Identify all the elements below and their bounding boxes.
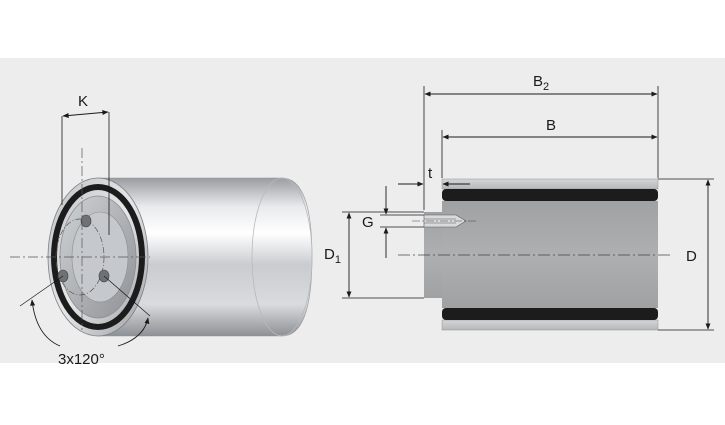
cylinder-far-end: [251, 177, 313, 337]
rubber-layer-top: [442, 189, 658, 201]
outer-shell-bottom: [441, 319, 659, 331]
cylinder-3d-view: K 3x120°: [10, 93, 313, 368]
angle-label: 3x120°: [58, 351, 105, 368]
b2-label: B2: [533, 73, 549, 93]
angle-arc-left: [30, 299, 61, 347]
d1-label: D1: [324, 246, 341, 266]
inner-core: [442, 201, 658, 308]
d-label: D: [686, 248, 697, 265]
cross-section-view: B2 B t G D1 D: [324, 73, 714, 331]
k-label: K: [78, 93, 88, 110]
rubber-layer-bottom: [442, 308, 658, 320]
angle-leader-right: [103, 275, 151, 317]
b2-label-subscript: 2: [543, 81, 549, 93]
b-label: B: [546, 117, 556, 134]
g-label: G: [362, 214, 374, 231]
k-dimension-arrow: [62, 109, 109, 119]
d1-label-main: D: [324, 246, 335, 263]
angle-arc-right: [117, 317, 150, 347]
angle-leader-left: [19, 275, 64, 307]
outer-shell-top: [441, 178, 659, 190]
t-label: t: [428, 165, 433, 182]
bolt-hole-top: [80, 214, 92, 228]
d1-label-subscript: 1: [335, 254, 341, 266]
b2-label-main: B: [533, 73, 543, 90]
